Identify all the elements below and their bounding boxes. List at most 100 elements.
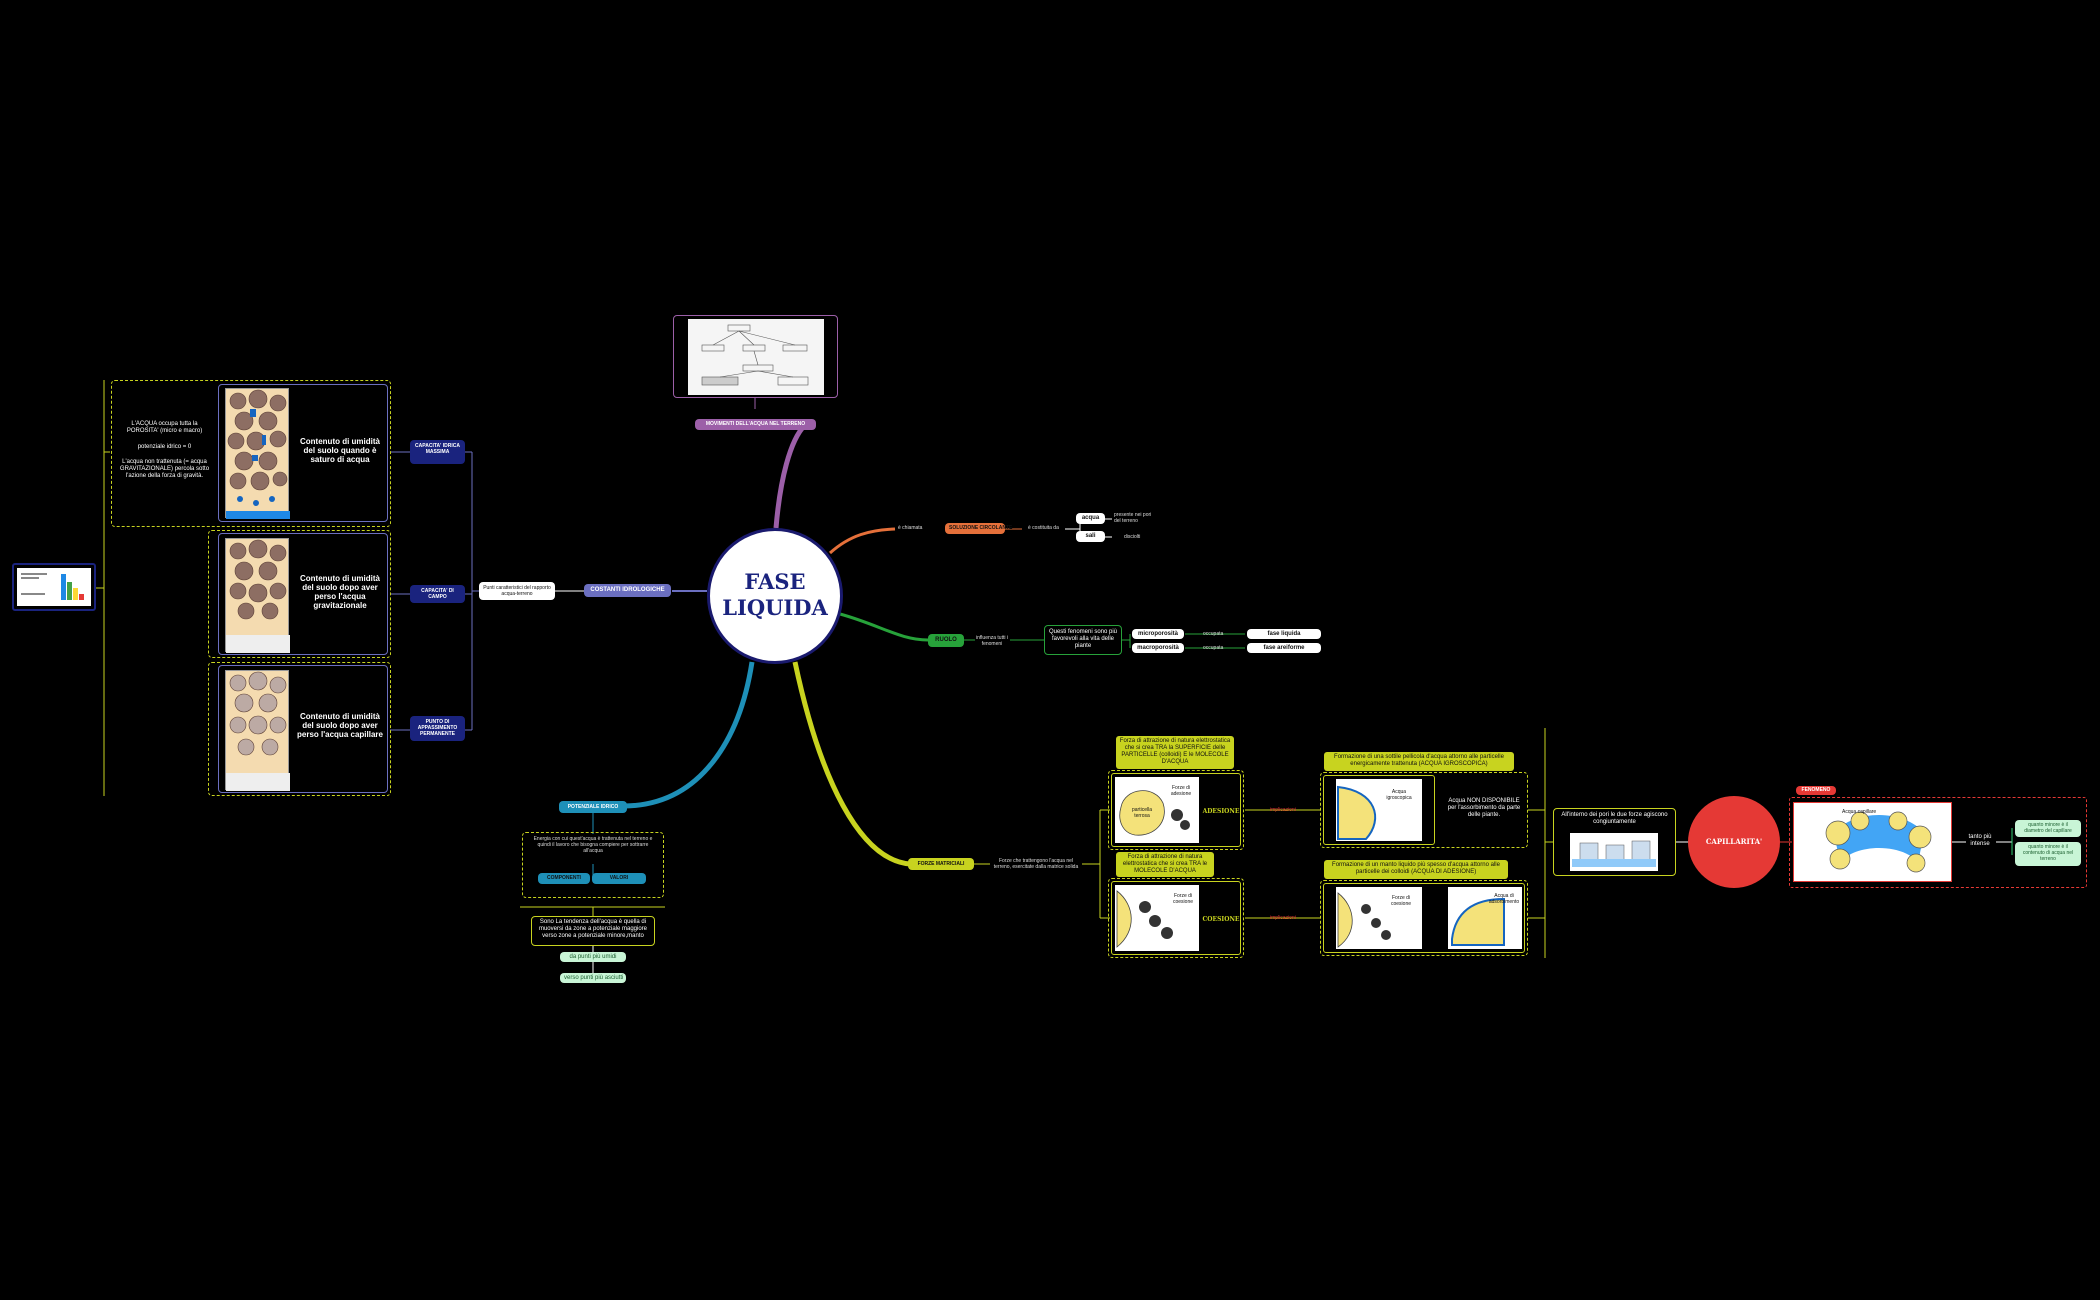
potenziale-valori[interactable]: VALORI	[592, 873, 646, 884]
ruolo-micro[interactable]: microporosità	[1132, 629, 1184, 639]
chart-thumbnail-frame[interactable]	[12, 563, 96, 611]
soluzione-post: è costituita da	[1028, 525, 1059, 531]
capacita-idrica-notes[interactable]: L'ACQUA occupa tutta la POROSITA' (micro…	[117, 419, 212, 497]
branch-forze	[792, 661, 911, 867]
ruolo-occ-1: occupata	[1203, 631, 1224, 637]
soil-saturated-icon	[226, 389, 290, 519]
forze-desc: Forze che trattengono l'acqua nel terren…	[993, 858, 1079, 870]
potenziale-componenti[interactable]: COMPONENTI	[538, 873, 590, 884]
coesione-result-image-1: Forze di coesione	[1336, 887, 1422, 949]
acqua-capillare-icon	[1825, 811, 1932, 873]
soil-saturated-image	[225, 388, 290, 519]
soil-field-capacity-image	[225, 538, 290, 653]
acqua-capillare-label: Acqua capillare	[1842, 809, 1877, 815]
soluzione-acqua[interactable]: acqua	[1076, 513, 1105, 524]
ruolo-fase-liquida[interactable]: fase liquida	[1247, 629, 1321, 639]
movimenti-image-frame[interactable]	[673, 315, 838, 398]
coesione-result-group	[1320, 880, 1528, 956]
capacita-idrica-card[interactable]: Contenuto di umidità del suolo quando è …	[218, 384, 388, 522]
adesione-result-box[interactable]: Formazione di una sottile pellicola d'ac…	[1324, 752, 1514, 771]
ruolo-desc-box[interactable]: Questi fenomeni sono più favorevoli alla…	[1044, 625, 1122, 655]
coesione-implica: implicazioni	[1270, 915, 1296, 921]
movimenti-label[interactable]: MOVIMENTI DELL'ACQUA NEL TERRENO	[695, 419, 816, 430]
adesione-desc-box[interactable]: Forza di attrazione di natura elettrosta…	[1116, 736, 1234, 769]
potenziale-desc-card[interactable]: Energia con cui quest'acqua è trattenuta…	[530, 836, 656, 860]
punto-appassimento-label[interactable]: PUNTO DI APPASSIMENTO PERMANENTE	[410, 716, 465, 741]
adesione-result-card[interactable]: Acqua igroscopica	[1323, 775, 1435, 845]
acqua-igroscopica-image: Acqua igroscopica	[1336, 779, 1422, 841]
capillarita-tanto: tanto più intense	[1968, 834, 1992, 847]
adesione-result-group	[1320, 772, 1528, 848]
costanti-desc-box[interactable]: Punti caratteristici del rapporto acqua-…	[479, 582, 555, 600]
costanti-label[interactable]: COSTANTI IDROLOGICHE	[584, 584, 671, 597]
capacita-note-3: L'acqua non trattenuta (= acqua GRAVITAZ…	[119, 459, 210, 479]
capillarita-intro-card[interactable]: All'interno dei pori le due forze agisco…	[1553, 808, 1676, 876]
adesione-img-label-2: particella terrosa	[1131, 807, 1152, 819]
coesione-card[interactable]: Forze di coesione COESIONE	[1111, 881, 1241, 955]
adesione-image: Forze di adesione particella terrosa	[1115, 777, 1199, 843]
acqua-igroscopica-label: Acqua igroscopica	[1386, 789, 1412, 801]
coesione-desc-box[interactable]: Forza di attrazione di natura elettrosta…	[1116, 852, 1214, 877]
soluzione-sali-note: disciolti	[1124, 534, 1141, 540]
capillarita-label: CAPILLARITA'	[1705, 837, 1763, 846]
punto-appassimento-card[interactable]: Contenuto di umidità del suolo dopo aver…	[218, 665, 388, 793]
coesione-result-icon-1	[1337, 892, 1391, 948]
central-title-1: FASE	[744, 569, 806, 594]
coesione-icon	[1116, 890, 1173, 948]
soil-field-capacity-icon	[226, 539, 290, 653]
capacita-idrica-text: Contenuto di umidità del suolo quando è …	[300, 437, 380, 464]
coesione-result-box[interactable]: Formazione di un manto liquido più spess…	[1324, 860, 1508, 879]
coesione-label[interactable]: COESIONE	[1202, 916, 1240, 923]
ruolo-desc: Questi fenomeni sono più favorevoli alla…	[1048, 629, 1118, 649]
potenziale-asciutti[interactable]: verso punti più asciutti	[560, 973, 626, 983]
soluzione-sali[interactable]: sali	[1076, 531, 1105, 542]
adesione-label[interactable]: ADESIONE	[1202, 808, 1240, 815]
capillary-tubes-image	[1570, 833, 1658, 871]
capillarita-group	[1789, 797, 2087, 888]
ruolo-fase-areiforme[interactable]: fase areiforme	[1247, 643, 1321, 653]
adesione-result: Formazione di una sottile pellicola d'ac…	[1334, 754, 1504, 767]
capillarita-node[interactable]: CAPILLARITA'	[1688, 796, 1780, 888]
soluzione-pre: è chiamata	[898, 525, 923, 531]
movimenti-diagram-icon	[701, 324, 809, 386]
potenziale-label[interactable]: POTENZIALE IDRICO	[559, 801, 627, 813]
capacita-idrica-group	[111, 380, 391, 527]
adesione-group	[1108, 770, 1244, 850]
coesione-result-icon-2	[1451, 897, 1505, 946]
capacita-note-1: L'ACQUA occupa tutta la POROSITA' (micro…	[126, 421, 203, 434]
potenziale-umidi[interactable]: da punti più umidi	[560, 952, 626, 962]
ruolo-occ-2: occupata	[1203, 645, 1224, 651]
capacita-idrica-label[interactable]: CAPACITA' IDRICA MASSIMA	[410, 440, 465, 464]
ruolo-label[interactable]: RUOLO	[928, 634, 964, 647]
capacita-campo-text: Contenuto di umidità del suolo dopo aver…	[300, 574, 380, 610]
adesione-icon	[1119, 790, 1190, 836]
forze-label[interactable]: FORZE MATRICIALI	[908, 858, 974, 870]
capillarita-q2[interactable]: quanto minore è il contenuto di acqua ne…	[2015, 842, 2081, 866]
coesione-image: Forze di coesione	[1115, 885, 1199, 951]
capillarita-tag[interactable]: FENOMENO	[1796, 786, 1836, 795]
branch-ruolo	[839, 612, 929, 642]
central-title-2: LIQUIDA	[722, 595, 828, 620]
coesione-desc: Forza di attrazione di natura elettrosta…	[1122, 854, 1208, 874]
capillarita-q1[interactable]: quanto minore è il diametro del capillar…	[2015, 820, 2081, 837]
soluzione-acqua-note: presente nei pori del terreno	[1114, 512, 1152, 524]
coesione-result-image-2: Acqua di adsorbimento	[1448, 887, 1522, 949]
capillarita-intro: All'interno dei pori le due forze agisco…	[1561, 812, 1668, 825]
coesione-result-label-1: Forze di coesione	[1390, 895, 1411, 907]
soluzione-label[interactable]: SOLUZIONE CIRCOLANTE	[945, 523, 1012, 534]
adesione-card[interactable]: Forze di adesione particella terrosa ADE…	[1111, 773, 1241, 847]
branch-soluzione	[828, 527, 896, 555]
coesione-result-card[interactable]: Forze di coesione Acqua di adsorbimento	[1323, 883, 1525, 953]
ruolo-macro[interactable]: macroporosità	[1132, 643, 1184, 653]
capacita-campo-card[interactable]: Contenuto di umidità del suolo dopo aver…	[218, 533, 388, 655]
potenziale-flow-box[interactable]: Sono La tendenza dell'acqua è quella di …	[531, 916, 655, 946]
chart-thumbnail-image	[17, 568, 91, 606]
soil-wilting-image	[225, 670, 290, 791]
coesione-result-label-2: Acqua di adsorbimento	[1488, 893, 1520, 905]
coesione-group	[1108, 878, 1244, 958]
acqua-igroscopica-icon	[1337, 785, 1377, 840]
punto-appassimento-group	[208, 662, 391, 796]
central-topic[interactable]: FASE LIQUIDA	[707, 528, 843, 664]
capacita-campo-label[interactable]: CAPACITA' DI CAMPO	[410, 585, 465, 603]
acqua-capillare-image: Acqua capillare	[1793, 802, 1952, 882]
